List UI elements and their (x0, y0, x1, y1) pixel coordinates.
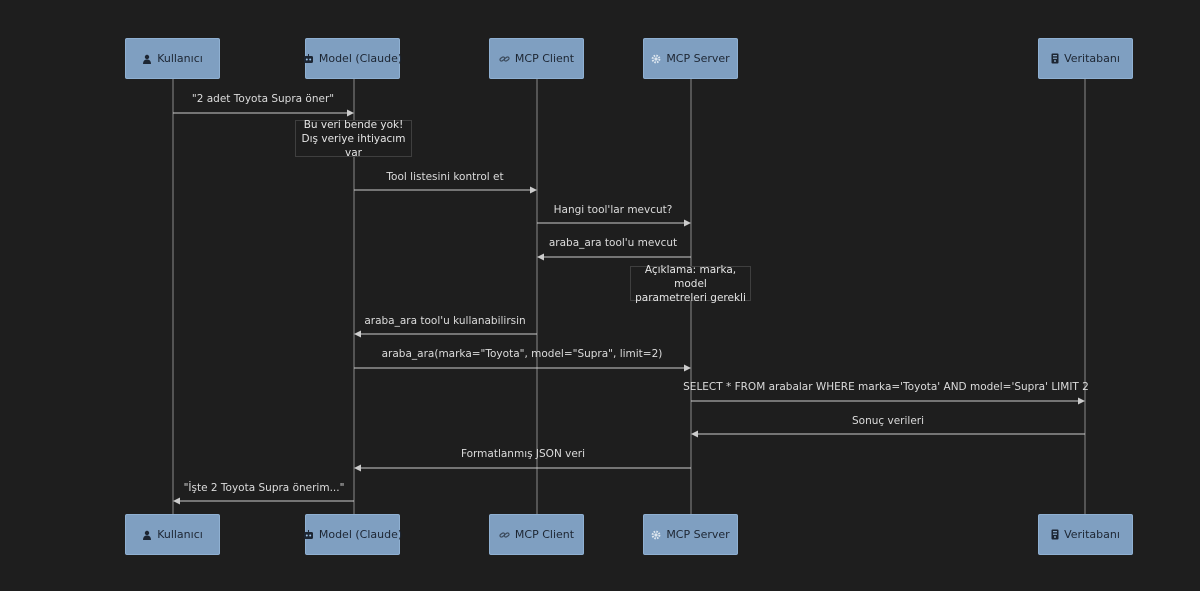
actor-client-top: MCP Client (489, 38, 584, 79)
message-arrow (691, 430, 1085, 438)
actor-label: MCP Client (514, 528, 575, 541)
actor-server-top: MCP Server (643, 38, 738, 79)
actor-label: Model (Claude) (318, 528, 403, 541)
message-label: "2 adet Toyota Supra öner" (191, 93, 335, 105)
note-line: Açıklama: marka, model (644, 263, 737, 290)
actor-label: Veritabanı (1064, 52, 1120, 65)
database-icon (1051, 529, 1059, 540)
message-arrow (173, 497, 354, 505)
message-label: Hangi tool'lar mevcut? (553, 204, 673, 216)
message-arrow (354, 464, 691, 472)
message-label: "İşte 2 Toyota Supra önerim..." (183, 482, 345, 494)
note-model: Bu veri bende yok! Dış veriye ihtiyacım … (295, 118, 412, 159)
message-arrow (354, 330, 537, 338)
actor-model-top: Model (Claude) (303, 38, 403, 79)
actor-label: Model (Claude) (318, 52, 403, 65)
message-arrow (537, 219, 691, 227)
note-line: Bu veri bende yok! (303, 118, 404, 131)
actor-label: MCP Server (666, 52, 730, 65)
link-icon (499, 530, 510, 540)
message-arrow (537, 253, 691, 261)
actor-label: Veritabanı (1064, 528, 1120, 541)
actor-client-bottom: MCP Client (489, 514, 584, 555)
message-arrow (354, 186, 537, 194)
actor-label: Kullanıcı (157, 528, 203, 541)
actor-label: Kullanıcı (157, 52, 203, 65)
link-icon (499, 54, 510, 64)
message-label: Sonuç verileri (851, 415, 925, 427)
actor-kullanici-top: Kullanıcı (125, 38, 220, 79)
actor-label: MCP Client (514, 52, 575, 65)
robot-icon (303, 529, 314, 540)
actor-db-bottom: Veritabanı (1038, 514, 1133, 555)
message-label: araba_ara tool'u kullanabilirsin (364, 315, 526, 327)
gear-icon (651, 530, 661, 540)
actor-db-top: Veritabanı (1038, 38, 1133, 79)
message-label: SELECT * FROM arabalar WHERE marka='Toyo… (683, 381, 1089, 393)
user-icon (142, 530, 152, 540)
actor-server-bottom: MCP Server (643, 514, 738, 555)
actor-label: MCP Server (666, 528, 730, 541)
actor-model-bottom: Model (Claude) (303, 514, 403, 555)
message-label: Tool listesini kontrol et (386, 171, 504, 183)
message-label: araba_ara tool'u mevcut (548, 237, 678, 249)
gear-icon (651, 54, 661, 64)
message-arrow (691, 397, 1085, 405)
actor-kullanici-bottom: Kullanıcı (125, 514, 220, 555)
user-icon (142, 54, 152, 64)
robot-icon (303, 53, 314, 64)
note-server: Açıklama: marka, model parametreleri ger… (630, 263, 751, 304)
note-line: parametreleri gerekli (635, 291, 746, 304)
note-line: Dış veriye ihtiyacım var (301, 132, 406, 159)
message-label: Formatlanmış JSON veri (460, 448, 586, 460)
message-arrow (354, 364, 691, 372)
message-label: araba_ara(marka="Toyota", model="Supra",… (381, 348, 663, 360)
message-arrow (173, 109, 354, 117)
database-icon (1051, 53, 1059, 64)
